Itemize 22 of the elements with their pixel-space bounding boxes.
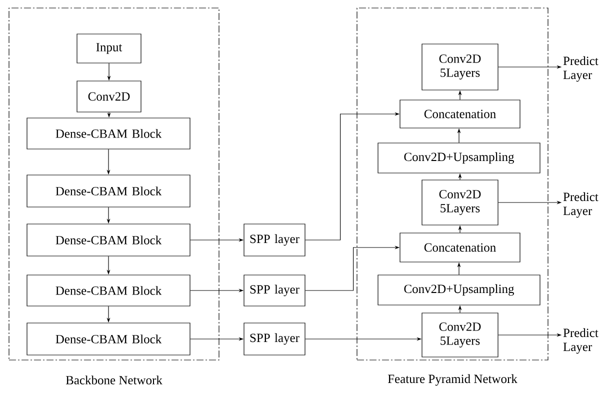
layer-box: Dense-CBAM Block [26, 118, 190, 150]
layer-box: SPP layer [244, 322, 306, 356]
layer-box: Conv2D 5Layers [422, 180, 498, 226]
frame-title: Feature Pyramid Network [388, 374, 518, 386]
layer-box: Conv2D 5Layers [422, 44, 498, 90]
layer-box: SPP layer [244, 224, 306, 256]
layer-box: Conv2D [76, 80, 142, 112]
output-label: Predict Layer [563, 192, 598, 218]
layer-box: Conv2D+Upsampling [378, 274, 540, 306]
output-label: Predict Layer [563, 328, 598, 354]
frame-title: Backbone Network [66, 376, 162, 384]
layer-box: Concatenation [400, 232, 520, 262]
layer-box: Conv2D+Upsampling [378, 142, 540, 174]
layer-box: Conv2D 5Layers [422, 312, 498, 358]
output-label: Predict Layer [563, 56, 598, 82]
layer-box: Concatenation [400, 100, 520, 128]
layer-box: Dense-CBAM Block [26, 274, 190, 306]
layer-box: Dense-CBAM Block [26, 322, 190, 356]
layer-box: Input [76, 34, 142, 64]
layer-box: Dense-CBAM Block [26, 174, 190, 208]
layer-box: SPP layer [244, 274, 306, 306]
layer-box: Dense-CBAM Block [26, 224, 190, 256]
